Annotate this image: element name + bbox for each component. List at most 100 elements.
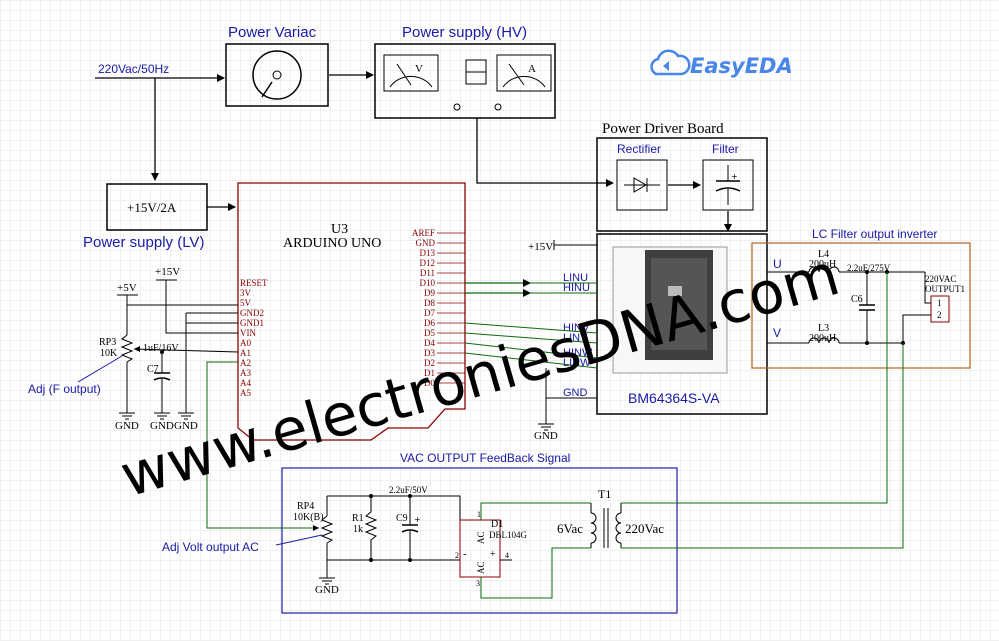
variac-box [225, 43, 329, 107]
module-chip-image [612, 246, 728, 374]
arduino-pin-d11: D11 [420, 268, 435, 278]
c6-ref: C6 [851, 294, 863, 305]
lv-title: Power supply (LV) [83, 234, 204, 251]
plus15v-label: +15V [155, 266, 180, 278]
arduino-pin-d8: D8 [424, 298, 435, 308]
module-pin-hinw: HINW [563, 347, 593, 359]
arduino-pin-d7: D7 [424, 308, 435, 318]
gnd-symbol-1: GND [115, 412, 139, 432]
bridge-pin3: 3 [476, 579, 480, 588]
r1-ref: R1 [352, 513, 364, 524]
bridge-ac-top: AC [476, 531, 486, 544]
filter-capacitor-icon: + [702, 159, 754, 211]
l4-value: 200uH [809, 259, 836, 270]
r1-value: 1k [353, 524, 363, 535]
hv-terminal-neg [453, 103, 461, 111]
arduino-pin-a4: A4 [240, 378, 251, 388]
arduino-pin-reset: RESET [240, 278, 268, 288]
lv-value: +15V/2A [127, 200, 177, 215]
variac-knob-icon [272, 70, 282, 80]
l3-ref: L3 [818, 323, 829, 334]
wire-bridge-ac2 [480, 547, 591, 599]
bridge-ac-bot: AC [476, 561, 486, 574]
adj-volt-label: Adj Volt output AC [162, 540, 259, 554]
out-u-label: U [773, 257, 782, 271]
ammeter-icon: A [496, 54, 552, 92]
arduino-pin-d4: D4 [424, 338, 435, 348]
arduino-pin-gnd1: GND1 [240, 318, 264, 328]
watermark-url: www.electroniesDNA.com [113, 240, 846, 510]
c7-value: 1uF/16V [143, 343, 179, 354]
adj-f-label: Adj (F output) [28, 382, 101, 396]
arduino-pin-a2: A2 [240, 358, 251, 368]
svg-text:+: + [731, 172, 738, 181]
variac-title: Power Variac [228, 24, 317, 41]
wire-conn-1 [924, 272, 931, 304]
wire-conn-2 [902, 314, 931, 343]
t1-primary-label: 220Vac [625, 521, 664, 536]
wire-bridge-ac1 [480, 502, 591, 520]
rectifier-diode-icon [616, 159, 668, 211]
arduino-body [237, 182, 466, 441]
bridge-plus: + [490, 549, 496, 560]
feedback-title: VAC OUTPUT FeedBack Signal [400, 451, 570, 465]
arduino-pin-d9: D9 [424, 288, 435, 298]
c6-value: 2.2uF/275V [847, 263, 891, 273]
arduino-pin-gnd: GND [416, 238, 436, 248]
cloud-icon [650, 49, 691, 76]
l3-value: 200uH [809, 333, 836, 344]
c7-capacitor [153, 352, 171, 413]
arduino-pin-5v: 5V [240, 298, 252, 308]
arduino-pin-aref: AREF [412, 228, 435, 238]
wire-hinv [464, 322, 598, 334]
rp3-ref: RP3 [99, 337, 116, 348]
module-pin-hinu: HINU [563, 282, 590, 294]
wire-hinw [464, 342, 598, 359]
c9-value: 2.2uF/50V [389, 485, 428, 495]
arduino-pin-d1: D1 [424, 368, 435, 378]
arduino-pin-d13: D13 [420, 248, 436, 258]
d1-ref: D1 [491, 519, 503, 530]
conn-pin2: 2 [937, 310, 942, 320]
rp4-ref: RP4 [297, 501, 314, 512]
c9-capacitor: + [401, 496, 421, 560]
gnd-symbol-3: GND [174, 412, 198, 432]
output-label-1: 220VAC [925, 274, 956, 284]
arduino-pin-a1: A1 [240, 348, 251, 358]
arduino-pin-d5: D5 [424, 328, 435, 338]
module-pin-linw: LINW [563, 357, 591, 369]
svg-text:+: + [414, 515, 421, 524]
svg-text:A: A [528, 63, 536, 75]
svg-text:GND: GND [534, 430, 558, 442]
voltmeter-icon: V [383, 54, 439, 92]
conn-pin1: 1 [937, 298, 942, 308]
rp4-value: 10K(B) [293, 512, 324, 523]
arduino-pin-vin: VIN [240, 328, 256, 338]
bridge-minus: - [463, 548, 467, 560]
out-v-label: V [773, 326, 781, 340]
arduino-pin-3v: 3V [240, 288, 252, 298]
svg-text:V: V [415, 63, 423, 75]
hv-to-rectifier-arrow [476, 118, 614, 187]
arduino-ref: U3 [331, 222, 348, 237]
gnd-symbol-module: GND [534, 423, 558, 442]
svg-text:GND: GND [174, 420, 198, 432]
wire-fb-top [327, 495, 461, 520]
l4-inductor [808, 266, 840, 273]
gnd-symbol-2: GND [150, 412, 174, 432]
bridge-pin4: 4 [505, 551, 509, 560]
wire-a1-feedback [206, 361, 319, 529]
arduino-pin-a0: A0 [240, 338, 251, 348]
d1-value: DBL104G [489, 530, 528, 540]
svg-text:EasyEDA: EasyEDA [690, 54, 793, 78]
display-icon [465, 59, 487, 85]
rp4-potentiometer [313, 496, 334, 578]
l3-inductor [808, 337, 840, 344]
feedback-box [281, 467, 678, 614]
wire-linw [464, 352, 598, 369]
c6-capacitor [859, 272, 875, 343]
